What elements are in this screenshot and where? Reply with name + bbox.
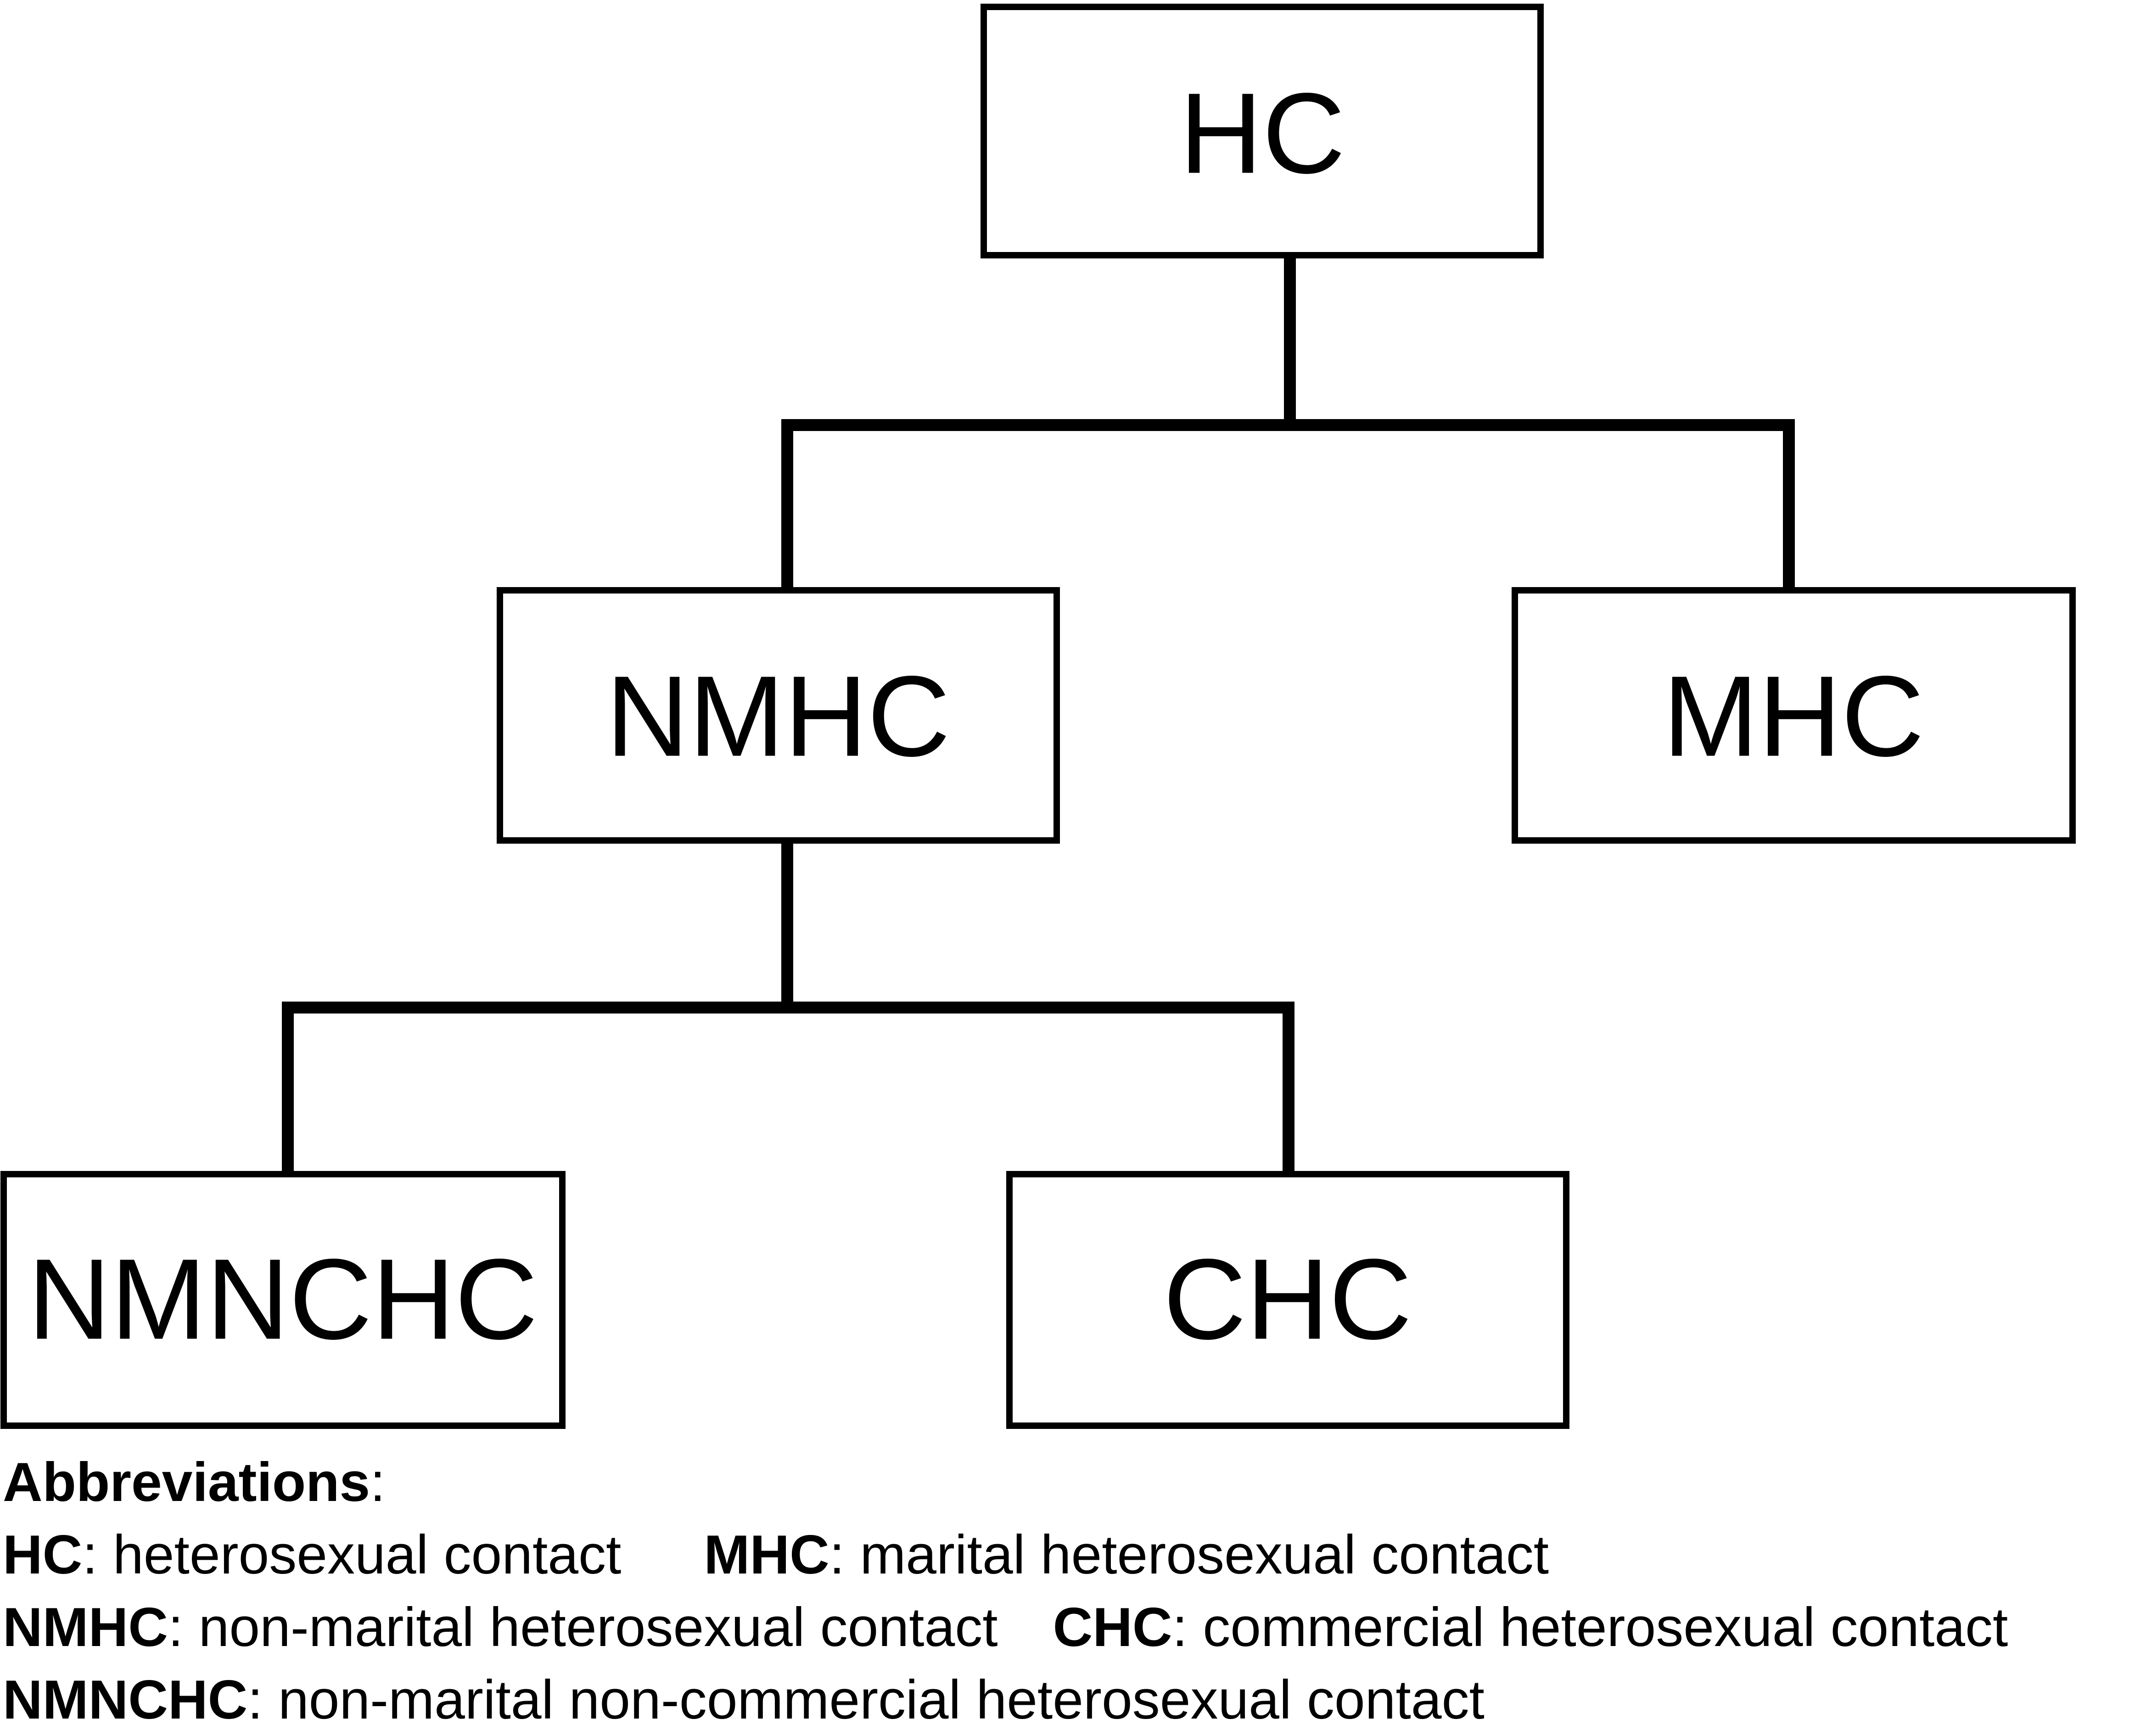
node-chc: CHC [1006,1171,1569,1429]
node-nmhc: NMHC [497,587,1060,844]
node-hc-label: HC [1179,69,1345,197]
legend-line-2: NMHC: non-marital heterosexual contact CH… [3,1591,2008,1663]
connector-nmhc-to-nmnchc [282,1002,787,1173]
node-hc-box [981,4,1544,258]
node-mhc-label: MHC [1663,652,1924,780]
legend-abbr: MHC [704,1524,829,1585]
legend-abbr: NMNCHC [3,1669,248,1730]
legend-abbr: NMHC [3,1596,168,1658]
hierarchy-diagram: HC NMHC MHC NMNCHC CHC [0,4,2076,1429]
legend-line-3: NMNCHC: non-marital non-commercial heter… [3,1663,2008,1736]
legend-title: Abbreviations [3,1451,370,1513]
legend-definition: : heterosexual contact [82,1524,622,1585]
node-nmhc-box [497,587,1060,844]
legend-definition: : non-marital heterosexual contact [168,1596,998,1658]
legend-definition: : commercial heterosexual contact [1172,1596,2008,1658]
node-nmnchc-box [0,1171,566,1429]
legend-line-1: HC: heterosexual contact MHC: marital het… [3,1518,2008,1591]
node-nmnchc-label: NMNCHC [28,1235,538,1363]
connector-hc-to-nmhc [781,419,1290,589]
node-hc: HC [981,4,1544,258]
legend-title-suffix: : [370,1451,386,1513]
node-nmhc-label: NMHC [606,652,950,780]
node-mhc-box [1512,587,2076,844]
node-chc-box [1006,1171,1569,1429]
connector-hc-to-mhc [1290,419,1795,589]
legend-abbr: HC [3,1524,83,1585]
abbreviations-legend: Abbreviations: HC: heterosexual contact M… [3,1446,2008,1736]
node-nmnchc: NMNCHC [0,1171,566,1429]
node-mhc: MHC [1512,587,2076,844]
legend-abbr: CHC [1053,1596,1172,1658]
node-chc-label: CHC [1163,1235,1412,1363]
legend-title-line: Abbreviations: [3,1446,2008,1518]
legend-definition: : non-marital non-commercial heterosexua… [247,1669,1485,1730]
connector-nmhc-to-chc [787,1002,1294,1173]
legend-definition: : marital heterosexual contact [829,1524,1549,1585]
